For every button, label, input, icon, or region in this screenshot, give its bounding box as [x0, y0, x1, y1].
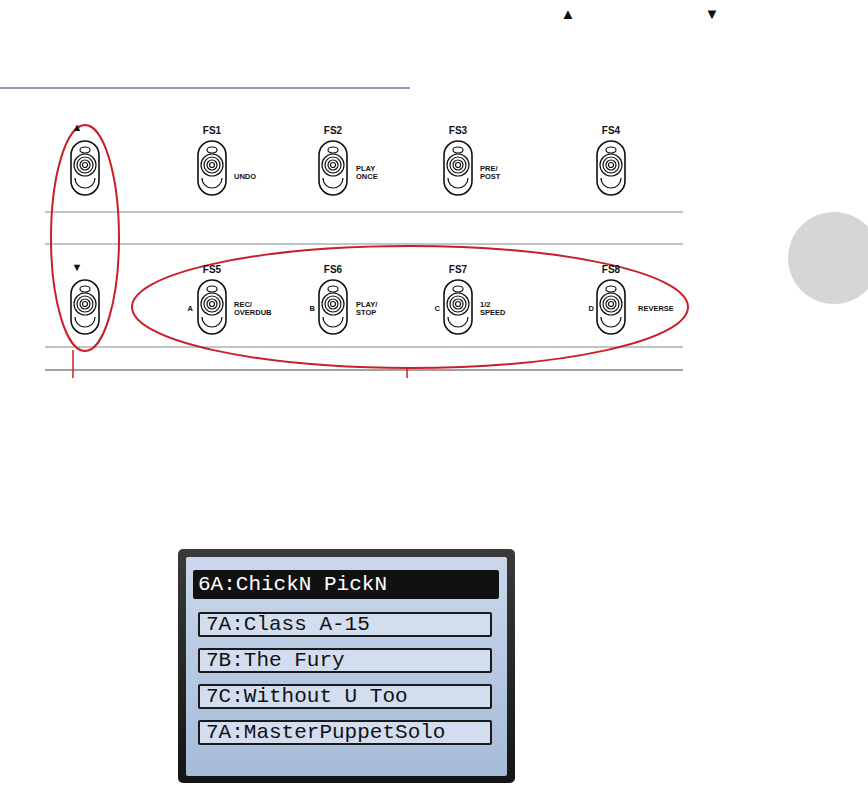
- preset-row: 7C:Without U Too: [198, 684, 492, 709]
- preset-name: 7C:Without U Too: [206, 686, 408, 708]
- switch-label: ▲: [561, 6, 576, 22]
- switch-label: ▼: [72, 262, 83, 274]
- switch-label: FS4: [602, 126, 620, 137]
- highlight-ellipse: [132, 246, 688, 368]
- highlight-ellipse: [51, 125, 119, 351]
- footswitch: [597, 280, 625, 334]
- switch-label: FS7: [449, 265, 467, 276]
- preset-row: 7B:The Fury: [198, 648, 492, 673]
- switch-label: FS2: [324, 126, 342, 137]
- function-label: 1/2 SPEED: [480, 301, 505, 317]
- preset-name: 6A:ChickN PickN: [198, 574, 387, 596]
- switch-label: FS5: [203, 265, 221, 276]
- lcd-screen: [186, 557, 507, 776]
- footswitch: [319, 280, 347, 334]
- function-label: PLAY/ STOP: [356, 301, 377, 317]
- function-label: REC/ OVERDUB: [234, 301, 272, 317]
- preset-row: 7A:MasterPuppetSolo: [198, 720, 492, 745]
- preset-name: 7A:MasterPuppetSolo: [206, 722, 445, 744]
- footswitch: [71, 141, 99, 195]
- selected-preset-row: 6A:ChickN PickN: [193, 570, 499, 599]
- footswitch-group: [71, 141, 625, 334]
- chapter-tab: [788, 212, 868, 304]
- function-label: A: [188, 305, 193, 313]
- leader-tick: [406, 368, 408, 378]
- switch-label: ▼: [705, 6, 720, 22]
- footswitch: [198, 280, 226, 334]
- switch-label: ▲: [72, 122, 83, 134]
- function-label: UNDO: [234, 173, 256, 181]
- function-label: D: [589, 305, 594, 313]
- preset-name: 7A:Class A-15: [206, 614, 370, 636]
- footswitch: [71, 280, 99, 334]
- switch-label: FS3: [449, 126, 467, 137]
- footswitch: [597, 141, 625, 195]
- footswitch: [198, 141, 226, 195]
- preset-row: 7A:Class A-15: [198, 612, 492, 637]
- underline-rule: [0, 87, 410, 88]
- preset-name: 7B:The Fury: [206, 650, 345, 672]
- lcd-bezel: [178, 549, 515, 783]
- footswitch: [444, 141, 472, 195]
- function-label: PLAY ONCE: [356, 165, 378, 181]
- footswitch: [319, 141, 347, 195]
- switch-label: FS8: [602, 265, 620, 276]
- function-label: REVERSE: [638, 305, 674, 313]
- switch-label: FS1: [203, 126, 221, 137]
- footswitch: [444, 280, 472, 334]
- leader-tick: [72, 350, 74, 378]
- function-label: B: [310, 305, 315, 313]
- function-label: PRE/ POST: [480, 165, 500, 181]
- switch-label: FS6: [324, 265, 342, 276]
- function-label: C: [435, 305, 440, 313]
